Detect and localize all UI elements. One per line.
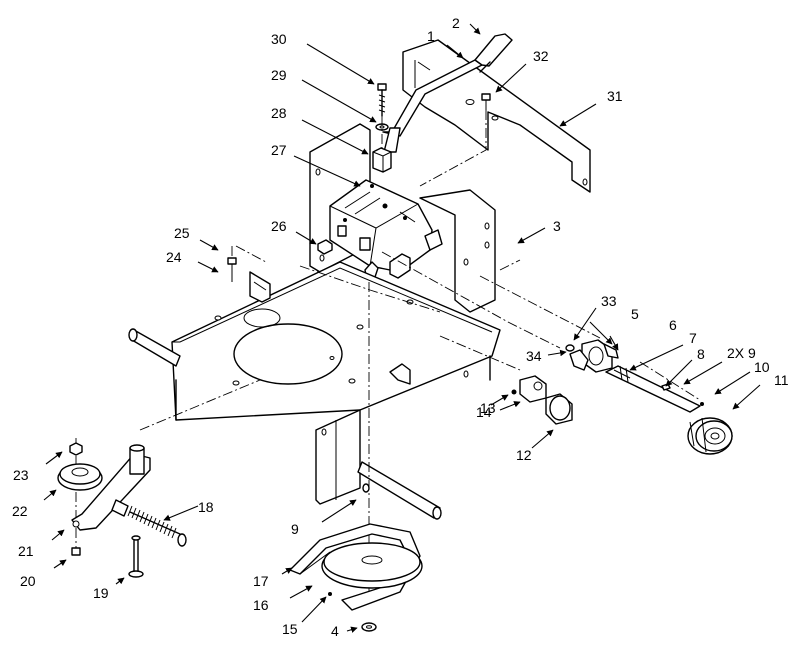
callout-8: 8	[697, 346, 705, 362]
bracket-25	[249, 271, 271, 303]
leader-lines	[43, 23, 761, 633]
callout-17: 17	[253, 573, 269, 589]
front-axle-left	[128, 328, 181, 367]
callout-9: 9	[291, 521, 299, 537]
front-axle-right	[357, 461, 442, 520]
setscrews-9	[362, 402, 704, 493]
callout-1: 1	[427, 28, 435, 44]
callout-7: 7	[689, 330, 697, 346]
callout-31: 31	[607, 88, 623, 104]
callout-5: 5	[631, 306, 639, 322]
input-shaft	[605, 365, 701, 413]
callout-11: 11	[774, 372, 789, 388]
callout-28: 28	[271, 105, 287, 121]
callout-6: 6	[669, 317, 677, 333]
extension-spring	[111, 499, 187, 547]
callout-14: 14	[476, 404, 492, 420]
callout-15: 15	[282, 621, 298, 637]
shoulder-bolt-19	[128, 535, 144, 578]
callout-22: 22	[12, 503, 28, 519]
callout-2x9: 2X 9	[727, 345, 756, 361]
bolt-24	[227, 257, 237, 282]
callout-26: 26	[271, 218, 287, 234]
callout-19: 19	[93, 585, 109, 601]
callout-25: 25	[174, 225, 190, 241]
callout-2: 2	[452, 15, 460, 31]
front-lower-panel	[315, 409, 361, 505]
bolt-32	[481, 93, 491, 110]
main-deck-plate	[171, 261, 501, 421]
callout-30: 30	[271, 31, 287, 47]
coupler	[511, 375, 573, 425]
callout-labels: 1 2 3 4 5 6 7 8 2X 9 9 10 11 12 13 14 15…	[12, 15, 789, 639]
drive-belt	[289, 523, 421, 611]
callout-32: 32	[533, 48, 549, 64]
transmission	[329, 179, 443, 281]
screw-30	[377, 83, 387, 117]
callout-23: 23	[13, 467, 29, 483]
callout-16: 16	[253, 597, 269, 613]
callout-21: 21	[18, 543, 34, 559]
callout-20: 20	[20, 573, 36, 589]
frame-upright-right	[419, 189, 496, 313]
callout-10: 10	[754, 359, 770, 375]
callout-29: 29	[271, 67, 287, 83]
washer-4	[361, 622, 377, 632]
hub-assembly	[565, 339, 619, 373]
bolt-20	[71, 547, 81, 556]
callout-13: 13	[480, 400, 496, 416]
callout-18: 18	[198, 499, 214, 515]
drive-pulley	[687, 417, 733, 455]
nut-23	[69, 442, 83, 456]
idler-pulley	[57, 463, 103, 491]
callout-27: 27	[271, 142, 287, 158]
control-lever	[382, 33, 513, 153]
callout-24: 24	[166, 249, 182, 265]
nut-26	[317, 239, 333, 255]
callout-34: 34	[526, 348, 542, 364]
callout-3: 3	[553, 218, 561, 234]
lower-pulley	[321, 542, 423, 596]
upper-mounting-plate	[402, 39, 591, 193]
callout-12: 12	[516, 447, 532, 463]
block-28	[372, 147, 392, 173]
idler-arm	[71, 444, 151, 531]
callout-33: 33	[601, 293, 617, 309]
callout-4: 4	[331, 623, 339, 639]
